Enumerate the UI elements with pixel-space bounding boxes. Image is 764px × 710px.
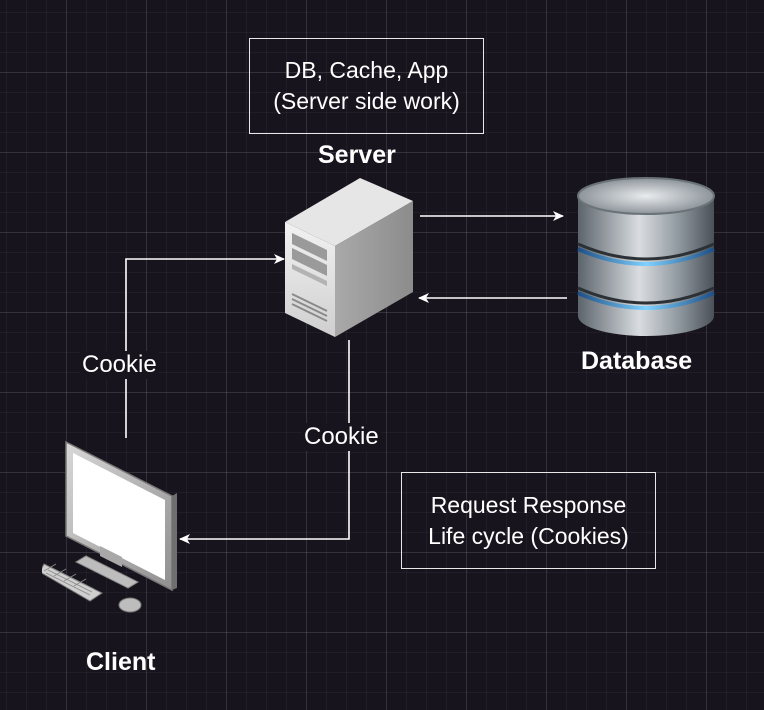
cookie-label-server-to-client: Cookie xyxy=(302,423,381,451)
database-icon xyxy=(577,177,715,336)
arrow-server-to-client xyxy=(179,340,350,544)
server-label: Server xyxy=(318,141,396,169)
lifecycle-note-line2: Life cycle (Cookies) xyxy=(428,522,629,549)
lifecycle-note-line1: Request Response xyxy=(430,491,627,518)
server-note-box: DB, Cache, App (Server side work) xyxy=(249,38,484,134)
cookie-label-client-to-server: Cookie xyxy=(80,351,159,379)
lifecycle-note-box: Request Response Life cycle (Cookies) xyxy=(401,472,656,569)
server-tower-icon xyxy=(285,178,413,337)
server-note-line2: (Server side work) xyxy=(273,88,460,114)
server-note-line1: DB, Cache, App xyxy=(284,57,449,83)
arrow-client-to-server xyxy=(125,254,285,438)
desktop-computer-icon xyxy=(42,440,177,613)
client-label: Client xyxy=(86,648,156,676)
database-label: Database xyxy=(581,347,693,375)
